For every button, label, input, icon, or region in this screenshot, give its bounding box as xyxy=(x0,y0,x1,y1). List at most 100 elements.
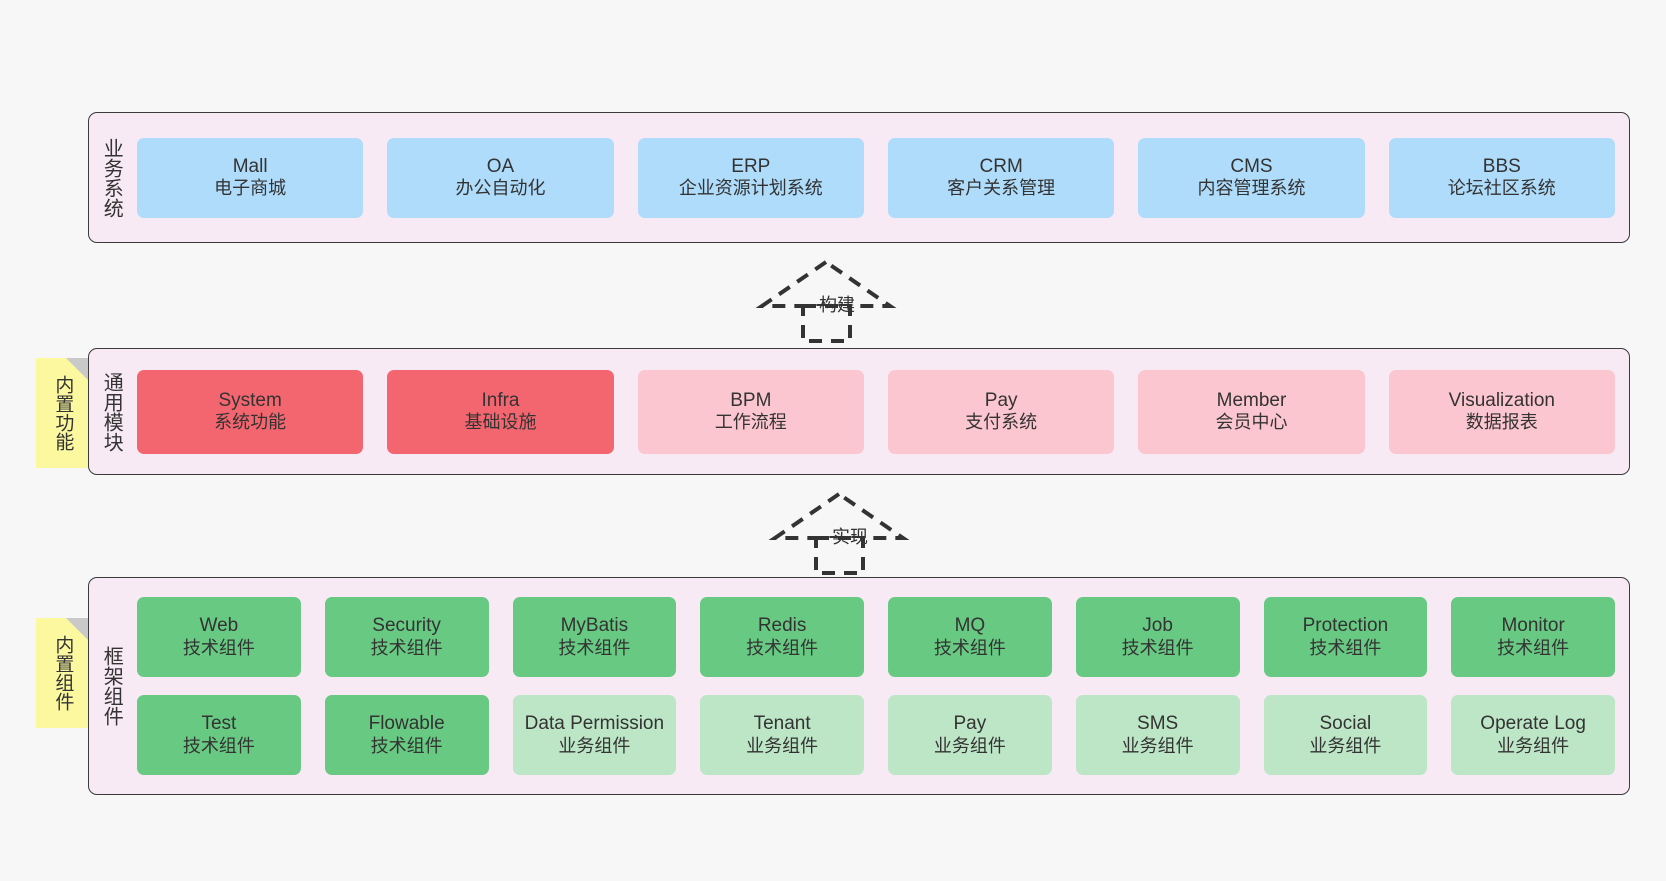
layer-business-system-caption: 业务系统 xyxy=(100,137,123,218)
card-infra-cn: 基础设施 xyxy=(464,412,537,433)
card-mall[interactable]: Mall 电子商城 xyxy=(137,137,364,218)
card-member-en: Member xyxy=(1216,389,1287,411)
card-tenant-cn: 业务组件 xyxy=(746,735,819,756)
arrow-implement: 实现 xyxy=(768,488,918,580)
card-redis-cn: 技术组件 xyxy=(746,637,819,658)
card-bbs-en: BBS xyxy=(1482,155,1521,177)
card-mall-cn: 电子商城 xyxy=(214,178,287,199)
card-crm-en: CRM xyxy=(979,155,1023,177)
arrow-build-stem xyxy=(801,304,852,343)
card-member[interactable]: Member 会员中心 xyxy=(1138,369,1365,454)
card-tenant-en: Tenant xyxy=(753,713,811,735)
layer-common-modules-caption: 通用模块 xyxy=(100,371,123,452)
card-cms[interactable]: CMS 内容管理系统 xyxy=(1138,137,1365,218)
card-web-en: Web xyxy=(199,615,239,637)
card-test[interactable]: Test 技术组件 xyxy=(137,695,301,775)
note-builtin-features-text: 内置功能 xyxy=(52,375,74,451)
card-pay-module[interactable]: Pay 支付系统 xyxy=(887,369,1115,454)
card-mybatis-cn: 技术组件 xyxy=(558,637,631,658)
card-erp[interactable]: ERP 企业资源计划系统 xyxy=(637,137,864,218)
card-mybatis[interactable]: MyBatis 技术组件 xyxy=(512,597,677,677)
card-erp-en: ERP xyxy=(731,155,771,177)
card-redis[interactable]: Redis 技术组件 xyxy=(700,597,864,677)
arrow-build-label: 构建 xyxy=(819,295,855,315)
common-modules-row: System 系统功能 Infra 基础设施 BPM 工作流程 Pay 支付系统… xyxy=(137,369,1615,454)
arrow-implement-stem xyxy=(814,536,865,575)
card-oa-cn: 办公自动化 xyxy=(455,178,546,199)
card-oa[interactable]: OA 办公自动化 xyxy=(387,137,614,218)
note-builtin-features: 内置功能 xyxy=(36,358,88,468)
card-bbs[interactable]: BBS 论坛社区系统 xyxy=(1388,137,1615,218)
card-web-cn: 技术组件 xyxy=(182,637,255,658)
card-cms-cn: 内容管理系统 xyxy=(1197,178,1306,199)
card-bpm[interactable]: BPM 工作流程 xyxy=(637,369,864,454)
layer-business-system-body: Mall 电子商城 OA 办公自动化 ERP 企业资源计划系统 CRM 客户关系… xyxy=(133,113,1629,242)
arrow-build: 构建 xyxy=(755,256,905,348)
card-crm[interactable]: CRM 客户关系管理 xyxy=(887,137,1115,218)
arrow-implement-label: 实现 xyxy=(832,527,868,547)
card-data-permission[interactable]: Data Permission 业务组件 xyxy=(512,695,677,775)
card-social[interactable]: Social 业务组件 xyxy=(1263,695,1428,775)
card-operate-log[interactable]: Operate Log 业务组件 xyxy=(1451,695,1615,775)
card-visualization-cn: 数据报表 xyxy=(1465,412,1538,433)
card-data-permission-cn: 业务组件 xyxy=(558,735,631,756)
note-builtin-components: 内置组件 xyxy=(36,618,88,728)
card-mq[interactable]: MQ 技术组件 xyxy=(888,597,1052,677)
card-pay-module-cn: 支付系统 xyxy=(965,412,1038,433)
layer-framework-components-body: Web 技术组件 Security 技术组件 MyBatis 技术组件 Redi… xyxy=(133,578,1629,794)
card-data-permission-en: Data Permission xyxy=(524,713,665,735)
note-fold-corner-icon xyxy=(66,358,88,380)
card-infra[interactable]: Infra 基础设施 xyxy=(387,369,614,454)
layer-framework-components: 框架组件 Web 技术组件 Security 技术组件 MyBatis 技术组件… xyxy=(88,577,1630,795)
card-crm-cn: 客户关系管理 xyxy=(947,178,1056,199)
card-test-en: Test xyxy=(201,713,237,735)
card-bbs-cn: 论坛社区系统 xyxy=(1447,178,1556,199)
card-redis-en: Redis xyxy=(757,615,807,637)
card-mall-en: Mall xyxy=(232,155,268,177)
card-flowable-cn: 技术组件 xyxy=(370,735,443,756)
card-sms-en: SMS xyxy=(1137,713,1179,735)
tech-components-row: Web 技术组件 Security 技术组件 MyBatis 技术组件 Redi… xyxy=(137,597,1615,677)
card-protection-cn: 技术组件 xyxy=(1309,637,1382,658)
card-member-cn: 会员中心 xyxy=(1215,412,1288,433)
card-visualization-en: Visualization xyxy=(1448,389,1555,411)
card-bpm-en: BPM xyxy=(730,389,772,411)
card-social-en: Social xyxy=(1319,713,1372,735)
card-job-cn: 技术组件 xyxy=(1121,637,1194,658)
card-pay-component-en: Pay xyxy=(953,713,987,735)
card-social-cn: 业务组件 xyxy=(1309,735,1382,756)
card-job[interactable]: Job 技术组件 xyxy=(1075,597,1240,677)
card-flowable-en: Flowable xyxy=(368,713,445,735)
card-pay-module-en: Pay xyxy=(984,389,1018,411)
note-fold-corner-icon xyxy=(66,618,88,640)
card-sms-cn: 业务组件 xyxy=(1121,735,1194,756)
card-system-en: System xyxy=(218,389,282,411)
card-mq-en: MQ xyxy=(954,615,986,637)
card-test-cn: 技术组件 xyxy=(182,735,255,756)
layer-common-modules-body: System 系统功能 Infra 基础设施 BPM 工作流程 Pay 支付系统… xyxy=(133,349,1629,474)
card-monitor-cn: 技术组件 xyxy=(1497,637,1570,658)
card-security-en: Security xyxy=(372,615,441,637)
card-infra-en: Infra xyxy=(481,389,520,411)
card-operate-log-cn: 业务组件 xyxy=(1497,735,1570,756)
card-operate-log-en: Operate Log xyxy=(1480,713,1586,735)
card-pay-component-cn: 业务组件 xyxy=(933,735,1006,756)
card-visualization[interactable]: Visualization 数据报表 xyxy=(1388,369,1615,454)
card-protection[interactable]: Protection 技术组件 xyxy=(1263,597,1428,677)
card-security[interactable]: Security 技术组件 xyxy=(324,597,489,677)
card-erp-cn: 企业资源计划系统 xyxy=(678,178,823,199)
layer-common-modules: 通用模块 System 系统功能 Infra 基础设施 BPM 工作流程 Pay xyxy=(88,348,1630,475)
card-job-en: Job xyxy=(1142,615,1173,637)
card-web[interactable]: Web 技术组件 xyxy=(137,597,301,677)
note-builtin-components-text: 内置组件 xyxy=(52,635,74,711)
card-monitor[interactable]: Monitor 技术组件 xyxy=(1451,597,1615,677)
card-sms[interactable]: SMS 业务组件 xyxy=(1075,695,1240,775)
card-mq-cn: 技术组件 xyxy=(933,637,1006,658)
card-protection-en: Protection xyxy=(1302,615,1389,637)
card-flowable[interactable]: Flowable 技术组件 xyxy=(324,695,489,775)
card-pay-component[interactable]: Pay 业务组件 xyxy=(888,695,1052,775)
card-security-cn: 技术组件 xyxy=(370,637,443,658)
card-tenant[interactable]: Tenant 业务组件 xyxy=(700,695,864,775)
card-system[interactable]: System 系统功能 xyxy=(137,369,364,454)
